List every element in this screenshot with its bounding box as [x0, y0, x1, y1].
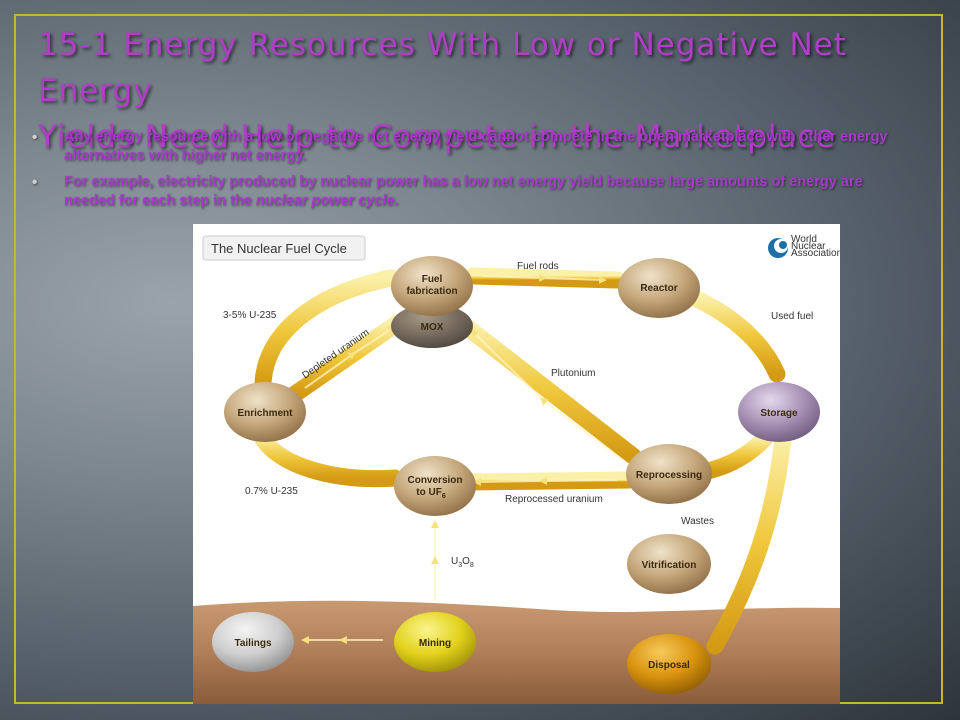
node-disposal-shape: [627, 634, 711, 694]
node-enrichment-shape: [224, 382, 306, 442]
label-u235-low: 0.7% U-235: [245, 486, 298, 497]
node-reprocessing: Reprocessing: [626, 444, 712, 504]
bullet-text-2-start: For example, electricity produced by nuc…: [64, 174, 863, 209]
bullet-text-2: For example, electricity produced by nuc…: [64, 174, 863, 209]
node-mox-shape: [391, 304, 473, 348]
bullet-glyph: •: [32, 174, 38, 191]
node-mining: Mining: [394, 612, 476, 672]
node-tailings-label: Tailings: [234, 638, 271, 649]
logo-line-2: Nuclear: [791, 241, 826, 252]
slide-title: 15-1 Energy Resources With Low or Negati…: [38, 22, 918, 160]
bullet-glyph: •: [32, 129, 38, 146]
label-fuel-rods: Fuel rods: [517, 261, 559, 272]
title-line-2: Yields Need Help to Compete in the Marke…: [38, 119, 836, 155]
node-mox-label: MOX: [421, 322, 444, 333]
logo-line-1: World: [791, 234, 817, 245]
node-storage-shape: [738, 382, 820, 442]
arrow-storage-disposal: [706, 429, 792, 655]
node-tailings: Tailings: [212, 612, 294, 672]
label-plutonium: Plutonium: [551, 368, 595, 379]
arrow-conversion-enrichment: [252, 427, 404, 488]
node-enrichment-label: Enrichment: [237, 408, 293, 419]
node-storage: Storage: [738, 382, 820, 442]
node-vitrification-shape: [627, 534, 711, 594]
bullet-list: • Any energy resource with a low or nega…: [32, 128, 912, 218]
node-reactor: Reactor: [618, 258, 700, 318]
bullet-item-2: • For example, electricity produced by n…: [32, 173, 912, 211]
node-reprocessing-shape: [626, 444, 712, 504]
nuclear-power-cycle-term: nuclear power cycle: [255, 193, 395, 209]
node-conversion-label-1: Conversion: [407, 475, 462, 486]
nuclear-fuel-cycle-diagram: The Nuclear Fuel Cycle World Nuclear Ass…: [193, 224, 840, 704]
node-disposal-label: Disposal: [648, 660, 690, 671]
label-u235-high: 3-5% U-235: [223, 310, 277, 321]
node-disposal: Disposal: [627, 634, 711, 694]
node-reprocessing-label: Reprocessing: [636, 470, 702, 481]
arrow-enrichment-fabrication: [254, 269, 400, 393]
node-mining-label: Mining: [419, 638, 451, 649]
node-fabrication-label-1: Fuel: [422, 274, 443, 285]
node-storage-label: Storage: [760, 408, 798, 419]
node-reactor-label: Reactor: [640, 283, 677, 294]
node-vitrification-label: Vitrification: [642, 560, 697, 571]
logo-line-3: Association: [791, 248, 840, 259]
wna-logo: World Nuclear Association: [768, 234, 840, 259]
node-fabrication-label-2: fabrication: [406, 286, 457, 297]
node-enrichment: Enrichment: [224, 382, 306, 442]
node-reactor-shape: [618, 258, 700, 318]
bullet-text-1: Any energy resource with a low or negati…: [64, 129, 888, 164]
node-conversion: Conversion to UF6: [394, 456, 476, 516]
node-mining-shape: [394, 612, 476, 672]
arrow-used-fuel: [686, 289, 786, 383]
bullet-text-2-end: .: [394, 193, 399, 209]
node-fabrication-shape: [391, 256, 473, 316]
node-fabrication: MOX Fuel fabrication: [391, 256, 473, 348]
label-u3o8: U3O8: [451, 556, 474, 569]
label-reprocessed-uranium: Reprocessed uranium: [505, 494, 603, 505]
diagram-title-box: [202, 235, 366, 261]
node-tailings-shape: [212, 612, 294, 672]
bullet-item-1: • Any energy resource with a low or nega…: [32, 128, 912, 166]
node-vitrification: Vitrification: [627, 534, 711, 594]
label-used-fuel: Used fuel: [771, 311, 813, 322]
title-line-1: 15-1 Energy Resources With Low or Negati…: [38, 27, 847, 109]
node-conversion-shape: [394, 456, 476, 516]
node-conversion-label-2: to UF6: [416, 487, 446, 500]
diagram-title: The Nuclear Fuel Cycle: [211, 241, 347, 256]
arrow-plutonium: [454, 315, 642, 465]
label-wastes: Wastes: [681, 516, 714, 527]
arrow-storage-reprocessing: [694, 429, 774, 481]
diagram-svg: The Nuclear Fuel Cycle World Nuclear Ass…: [193, 234, 840, 704]
